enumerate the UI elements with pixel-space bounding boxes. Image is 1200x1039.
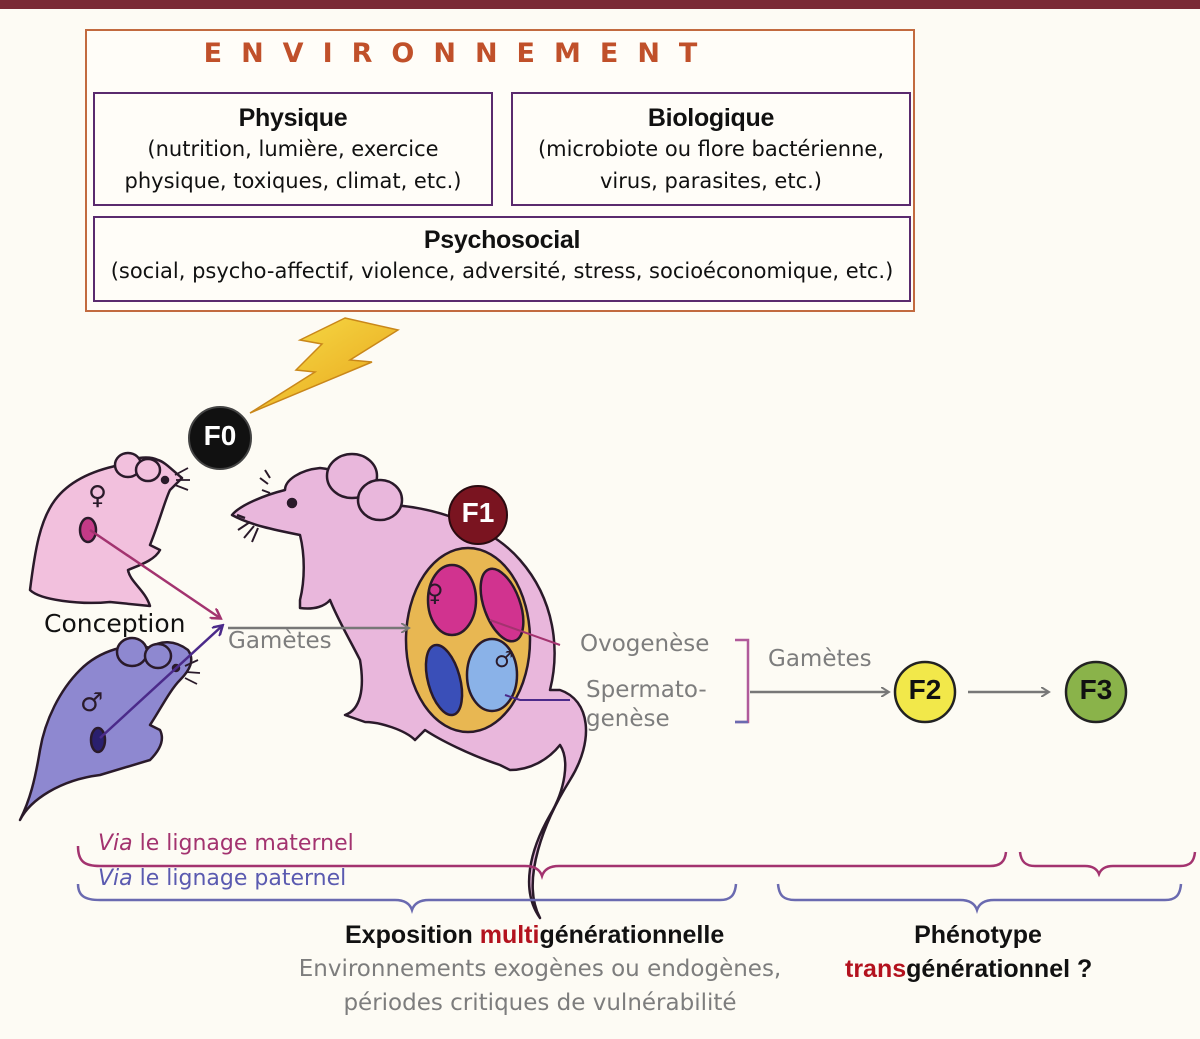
ovogenese-label: Ovogenèse xyxy=(580,631,710,657)
environment-title: ENVIRONNEMENT xyxy=(203,38,717,69)
psychosocial-heading: Psychosocial xyxy=(423,226,581,254)
embryo-male-symbol-icon: ♂ xyxy=(494,648,514,673)
f0-circle xyxy=(188,406,252,470)
phenotype-line2-red: trans xyxy=(845,955,907,983)
gametogenese-bracket xyxy=(735,638,750,724)
paternal-lineage-label: Via le lignage paternel xyxy=(98,866,346,891)
exposition-heading-end: générationnelle xyxy=(539,921,725,949)
male-embryo xyxy=(465,637,519,713)
exposition-heading-start: Exposition xyxy=(345,921,480,949)
psychosocial-box: Psychosocial (social, psycho-affectif, v… xyxy=(93,216,911,302)
physique-line1: (nutrition, lumière, exercice xyxy=(147,137,439,161)
transgenerational-brace-top xyxy=(1018,851,1197,878)
biologique-box: Biologique (microbiote ou flore bactérie… xyxy=(511,92,911,206)
lightning-bolt-icon xyxy=(249,317,400,414)
phenotype-line2-end: générationnel ? xyxy=(906,955,1093,983)
gametes-label-1: Gamètes xyxy=(228,628,332,654)
female-mouse xyxy=(28,451,190,608)
maternal-arrow xyxy=(89,528,220,618)
ovogenese-connector xyxy=(489,619,561,646)
embryo-female-symbol-icon: ♀ xyxy=(426,579,444,607)
female-embryo xyxy=(426,563,478,637)
spermatogenese-label-line2: genèse xyxy=(586,706,670,732)
f3-circle xyxy=(1064,660,1128,724)
f0-label: F0 xyxy=(203,420,237,451)
f2-circle xyxy=(893,660,957,724)
maternal-lineage-label: Via le lignage maternel xyxy=(98,831,354,856)
male-placenta xyxy=(424,643,464,717)
conception-label: Conception xyxy=(44,609,186,638)
exposition-heading: Exposition multigénérationnelle xyxy=(345,921,724,950)
biologique-line2: virus, parasites, etc.) xyxy=(600,169,822,193)
female-placenta xyxy=(479,567,525,643)
f1-circle xyxy=(448,485,508,545)
exposition-line1: Environnements exogènes ou endogènes, xyxy=(298,956,782,982)
spermatogenese-label-line1: Spermato- xyxy=(586,677,707,703)
biologique-heading: Biologique xyxy=(647,104,775,132)
paternal-via: Via xyxy=(98,866,133,891)
male-mouse xyxy=(18,636,201,822)
top-bar xyxy=(0,0,1200,9)
transgenerational-brace-bottom xyxy=(776,883,1183,914)
male-symbol-icon: ♂ xyxy=(80,688,104,718)
physique-box: Physique (nutrition, lumière, exercice p… xyxy=(93,92,493,206)
biologique-line1: (microbiote ou flore bactérienne, xyxy=(537,137,885,161)
phenotype-line2: transgénérationnel ? xyxy=(845,955,1092,984)
gametes-label-2: Gamètes xyxy=(768,646,872,672)
phenotype-line1: Phénotype xyxy=(914,921,1042,949)
paternal-text: le lignage paternel xyxy=(132,866,347,891)
exposition-line2: périodes critiques de vulnérabilité xyxy=(343,990,737,1016)
f3-label: F3 xyxy=(1079,674,1113,705)
physique-heading: Physique xyxy=(238,104,348,132)
female-symbol-icon: ♀ xyxy=(88,481,108,511)
maternal-text: le lignage maternel xyxy=(132,831,354,856)
maternal-brace xyxy=(76,845,1008,880)
maternal-via: Via xyxy=(98,831,133,856)
physique-line2: physique, toxiques, climat, etc.) xyxy=(124,169,462,193)
uterus xyxy=(404,546,532,734)
paternal-brace xyxy=(76,883,738,914)
f2-label: F2 xyxy=(908,674,942,705)
spermatogenese-connector xyxy=(504,694,570,701)
psychosocial-line1: (social, psycho-affectif, violence, adve… xyxy=(110,259,894,283)
paternal-arrow xyxy=(99,626,222,739)
f1-label: F1 xyxy=(461,497,495,528)
exposition-heading-red: multi xyxy=(479,921,540,949)
